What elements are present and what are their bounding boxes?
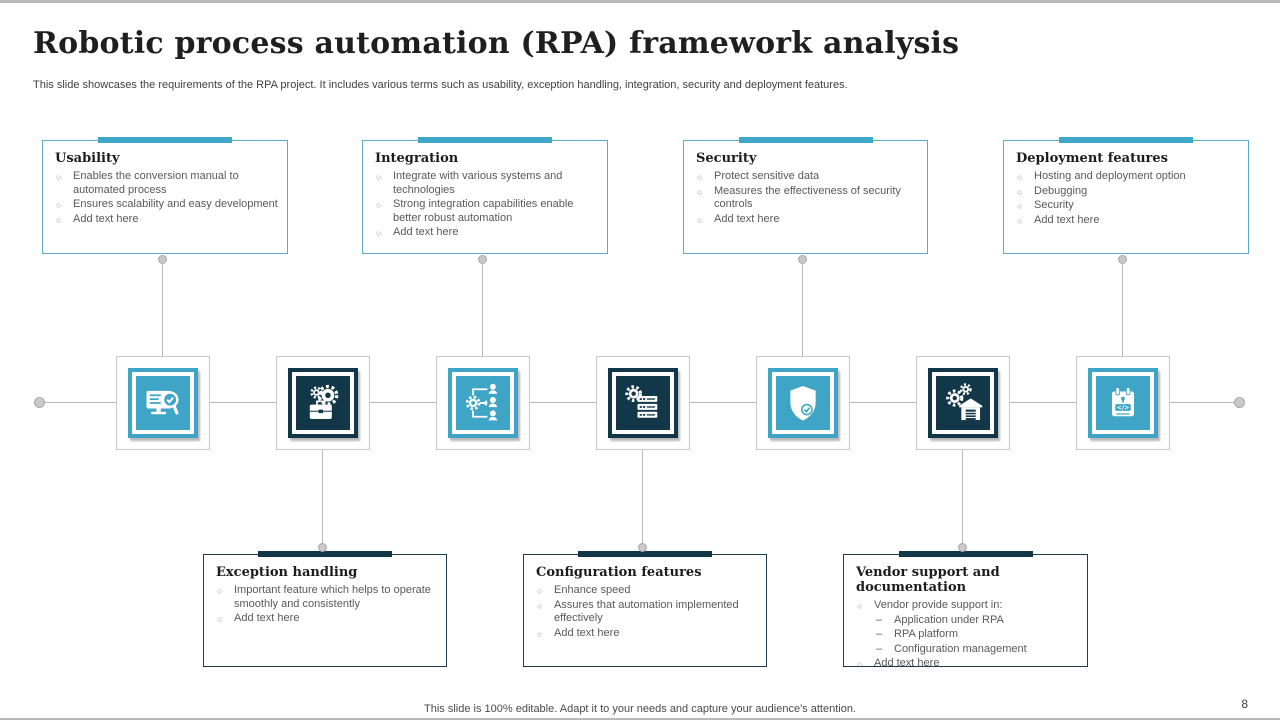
bullet-item: Important feature which helps to operate… bbox=[212, 584, 440, 611]
bullet-item: Enhance speed bbox=[532, 584, 760, 598]
card-vendor-support: Vendor support and documentation Vendor … bbox=[843, 551, 1088, 671]
bullet-item: Enables the conversion manual to automat… bbox=[51, 170, 281, 197]
bullet-item: Integrate with various systems and techn… bbox=[371, 170, 601, 197]
connector-line bbox=[482, 263, 483, 356]
connector-line bbox=[1122, 263, 1123, 356]
bullet-list: Enhance speed Assures that automation im… bbox=[532, 584, 760, 640]
card-configuration-features: Configuration features Enhance speed Ass… bbox=[523, 551, 767, 667]
card-title: Usability bbox=[55, 151, 120, 166]
card-title: Integration bbox=[375, 151, 459, 166]
bullet-item: Add text here bbox=[1012, 214, 1242, 228]
card-accent-bar bbox=[738, 137, 873, 143]
card-accent-bar bbox=[258, 551, 392, 557]
bottom-edge-line bbox=[0, 718, 1280, 720]
bullet-item: Add text here bbox=[51, 213, 281, 227]
connector-line bbox=[162, 263, 163, 356]
bullet-item: Protect sensitive data bbox=[692, 170, 921, 184]
bullet-item: Hosting and deployment option bbox=[1012, 170, 1242, 184]
top-edge-line bbox=[0, 0, 1280, 3]
card-usability: Usability Enables the conversion manual … bbox=[42, 137, 288, 254]
icon-frame bbox=[132, 372, 194, 434]
bullet-item: Add text here bbox=[532, 627, 760, 641]
timeline-node-deployment-features: </> bbox=[1076, 356, 1170, 450]
card-title: Configuration features bbox=[536, 565, 702, 580]
icon-frame bbox=[612, 372, 674, 434]
timeline-node-vendor-support bbox=[916, 356, 1010, 450]
shield-check-icon bbox=[790, 385, 816, 421]
bullet-item: Measures the effectiveness of security c… bbox=[692, 185, 921, 212]
bullet-list: Protect sensitive data Measures the effe… bbox=[692, 170, 921, 226]
page-subtitle: This slide showcases the requirements of… bbox=[33, 79, 848, 91]
bullet-list: Important feature which helps to operate… bbox=[212, 584, 440, 626]
bullet-item: Strong integration capabilities enable b… bbox=[371, 198, 601, 225]
page-title: Robotic process automation (RPA) framewo… bbox=[33, 26, 960, 61]
card-exception-handling: Exception handling Important feature whi… bbox=[203, 551, 447, 667]
icon-frame bbox=[932, 372, 994, 434]
connector-dot bbox=[958, 543, 967, 552]
bullet-item: Add text here bbox=[692, 213, 921, 227]
card-title: Security bbox=[696, 151, 757, 166]
bullet-list: Hosting and deployment option Debugging … bbox=[1012, 170, 1242, 227]
sub-bullet-item: RPA platform bbox=[852, 628, 1081, 642]
server-gear-icon bbox=[625, 385, 658, 418]
icon-frame bbox=[1092, 372, 1154, 434]
connector-line bbox=[962, 450, 963, 544]
svg-text:</>: </> bbox=[1117, 404, 1130, 411]
bullet-item: Add text here bbox=[212, 612, 440, 626]
icon-frame bbox=[772, 372, 834, 434]
card-accent-bar bbox=[578, 551, 712, 557]
bullet-list: Integrate with various systems and techn… bbox=[371, 170, 601, 240]
calendar-code-icon: </> bbox=[1112, 387, 1134, 417]
timeline-node-configuration-features bbox=[596, 356, 690, 450]
icon-frame bbox=[452, 372, 514, 434]
connector-line bbox=[642, 450, 643, 544]
page-number: 8 bbox=[1241, 697, 1248, 711]
bullet-item: Security bbox=[1012, 199, 1242, 213]
bullet-item: Assures that automation implemented effe… bbox=[532, 599, 760, 626]
icon-frame bbox=[292, 372, 354, 434]
timeline-node-security bbox=[756, 356, 850, 450]
connector-dot bbox=[318, 543, 327, 552]
card-accent-bar bbox=[1059, 137, 1193, 143]
bullet-list: Enables the conversion manual to automat… bbox=[51, 170, 281, 226]
card-title: Vendor support and documentation bbox=[856, 565, 1000, 595]
card-title: Exception handling bbox=[216, 565, 358, 580]
card-title: Deployment features bbox=[1016, 151, 1168, 166]
workflow-people-icon bbox=[465, 383, 498, 421]
bullet-item: Vendor provide support in: bbox=[852, 599, 1081, 613]
bullet-item: Ensures scalability and easy development bbox=[51, 198, 281, 212]
timeline-left-endpoint bbox=[34, 397, 45, 408]
timeline-node-exception-handling bbox=[276, 356, 370, 450]
gears-warehouse-icon bbox=[946, 383, 983, 421]
card-security: Security Protect sensitive data Measures… bbox=[683, 137, 928, 254]
card-accent-bar bbox=[898, 551, 1033, 557]
sub-bullet-item: Application under RPA bbox=[852, 614, 1081, 628]
footer-note: This slide is 100% editable. Adapt it to… bbox=[424, 703, 856, 715]
connector-line bbox=[802, 263, 803, 356]
bullet-list: Vendor provide support in: Application u… bbox=[852, 599, 1081, 671]
bullet-item: Add text here bbox=[371, 226, 601, 240]
timeline-node-integration bbox=[436, 356, 530, 450]
card-integration: Integration Integrate with various syste… bbox=[362, 137, 608, 254]
card-accent-bar bbox=[98, 137, 232, 143]
timeline-node-usability bbox=[116, 356, 210, 450]
card-accent-bar bbox=[418, 137, 552, 143]
connector-dot bbox=[638, 543, 647, 552]
bullet-item: Add text here bbox=[852, 657, 1081, 671]
sub-bullet-item: Configuration management bbox=[852, 643, 1081, 657]
monitor-magnifier-check-icon bbox=[146, 390, 179, 415]
card-deployment-features: Deployment features Hosting and deployme… bbox=[1003, 137, 1249, 254]
connector-line bbox=[322, 450, 323, 544]
briefcase-gears-icon bbox=[309, 384, 339, 419]
timeline-right-endpoint bbox=[1234, 397, 1245, 408]
bullet-item: Debugging bbox=[1012, 185, 1242, 199]
